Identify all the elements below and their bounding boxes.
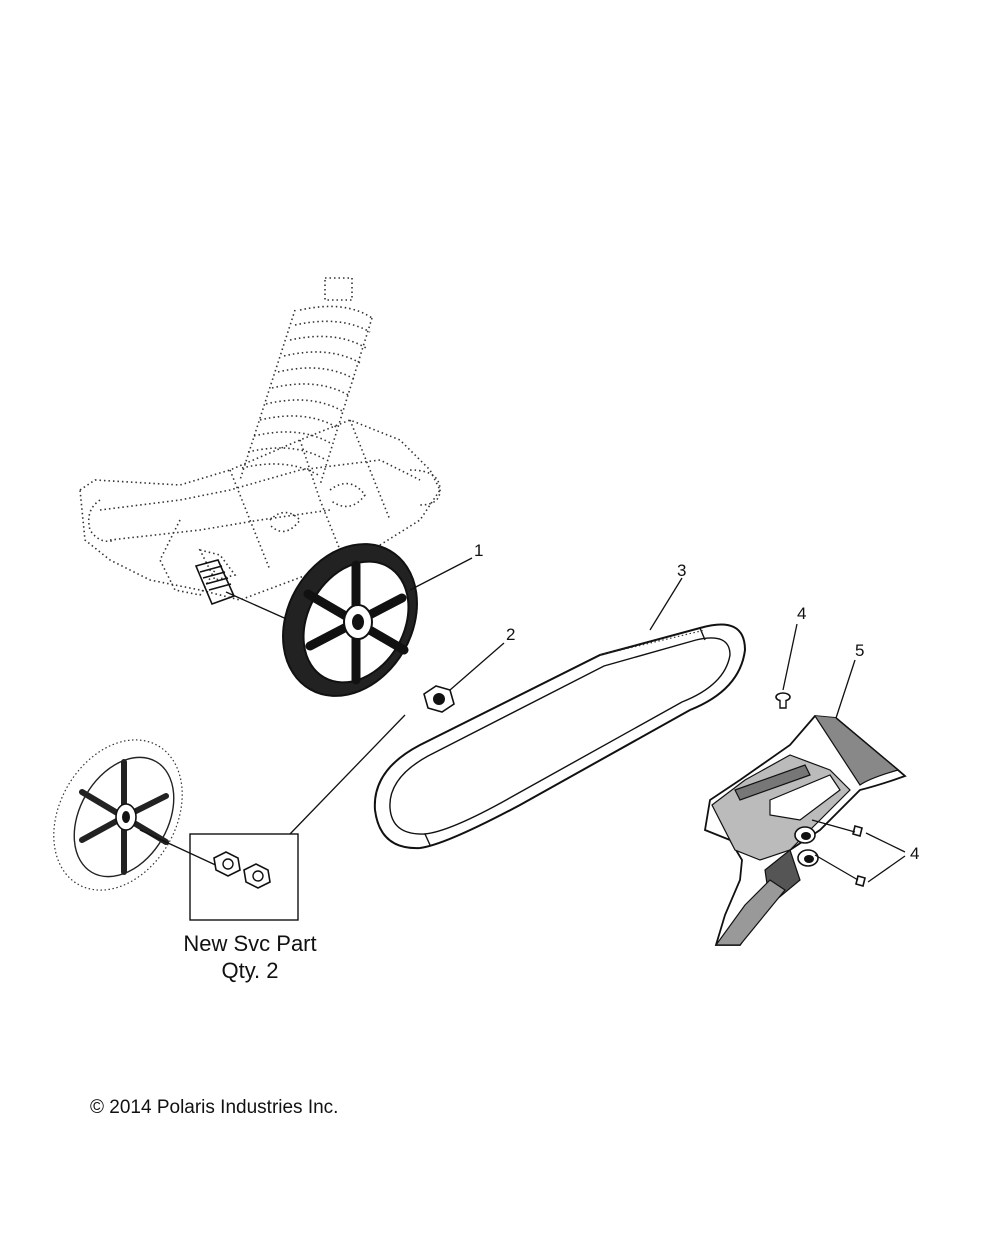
bolt-upper [775, 623, 798, 709]
bolts-lower [811, 819, 906, 887]
inset-note-line1: New Svc Part [183, 931, 317, 956]
driven-sprocket [282, 543, 418, 697]
inset-sprocket [53, 739, 223, 891]
drive-belt [373, 623, 747, 850]
rear-suspension-assembly [79, 277, 441, 626]
leader-1 [409, 557, 473, 591]
service-inset [53, 714, 406, 921]
inset-note-line2: Qty. 2 [221, 958, 279, 983]
copyright-text: © 2014 Polaris Industries Inc. [90, 1097, 339, 1118]
callout-2: 2 [506, 625, 515, 644]
callout-1: 1 [474, 541, 483, 560]
inset-note: New Svc Part Qty. 2 [170, 930, 330, 984]
axle-nut [423, 685, 455, 713]
callout-5: 5 [855, 641, 864, 660]
callout-4-lower: 4 [910, 844, 919, 863]
leader-2 [449, 642, 505, 691]
inset-leader [289, 714, 406, 835]
swing-arm [79, 419, 441, 601]
inset-nuts [213, 851, 271, 889]
callout-4-upper: 4 [797, 604, 806, 623]
belt-guard [703, 659, 907, 946]
leader-3 [649, 577, 683, 631]
callout-3: 3 [677, 561, 686, 580]
shock-spring [239, 277, 373, 486]
